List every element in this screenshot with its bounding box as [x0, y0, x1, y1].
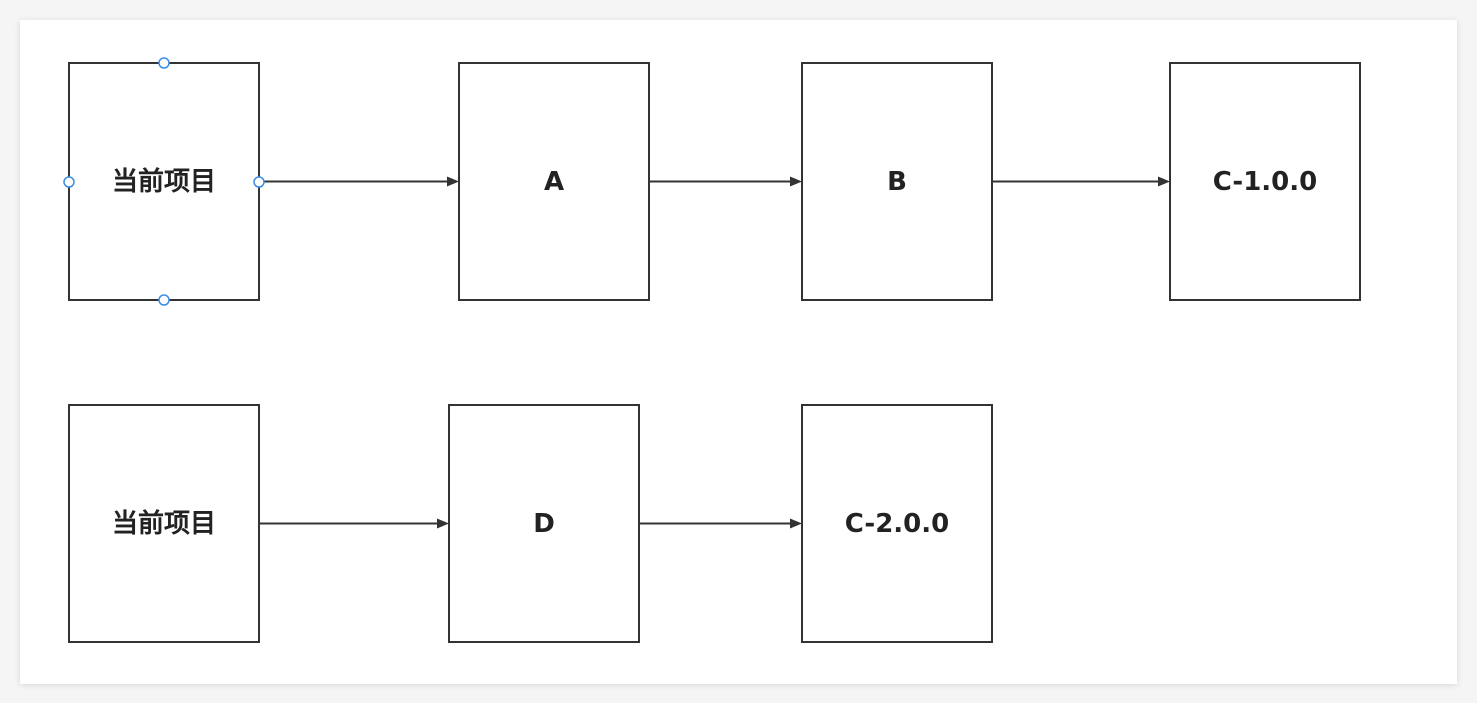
node-a[interactable]: A	[458, 62, 650, 301]
selection-handle-bottom[interactable]	[158, 294, 170, 306]
arrow-head-icon	[447, 176, 459, 187]
edges-layer	[259, 176, 1170, 529]
selection-handle-left[interactable]	[63, 176, 75, 188]
node-label: D	[533, 509, 555, 539]
node-b[interactable]: B	[801, 62, 993, 301]
node-c-2-0-0[interactable]: C-2.0.0	[801, 404, 993, 643]
node-box[interactable]	[448, 404, 640, 643]
node-box[interactable]	[68, 404, 260, 643]
node-label: B	[887, 167, 907, 197]
node-label: C-2.0.0	[845, 509, 950, 539]
node-box[interactable]	[801, 62, 993, 301]
node-label: 当前项目	[112, 508, 216, 539]
node-label: A	[544, 167, 564, 197]
arrow-head-icon	[1158, 176, 1170, 187]
selection-handle-top[interactable]	[158, 57, 170, 69]
node-label: C-1.0.0	[1213, 167, 1318, 197]
node-c-1-0-0[interactable]: C-1.0.0	[1169, 62, 1361, 301]
node-label: 当前项目	[112, 166, 216, 197]
node-d[interactable]: D	[448, 404, 640, 643]
node-box[interactable]	[801, 404, 993, 643]
node-current-project-1[interactable]: 当前项目	[63, 57, 265, 306]
arrow-head-icon	[790, 518, 802, 529]
node-box[interactable]	[458, 62, 650, 301]
arrow-head-icon	[790, 176, 802, 187]
arrow-head-icon	[437, 518, 449, 529]
selection-handle-right[interactable]	[253, 176, 265, 188]
node-box[interactable]	[1169, 62, 1361, 301]
node-current-project-2[interactable]: 当前项目	[68, 404, 260, 643]
